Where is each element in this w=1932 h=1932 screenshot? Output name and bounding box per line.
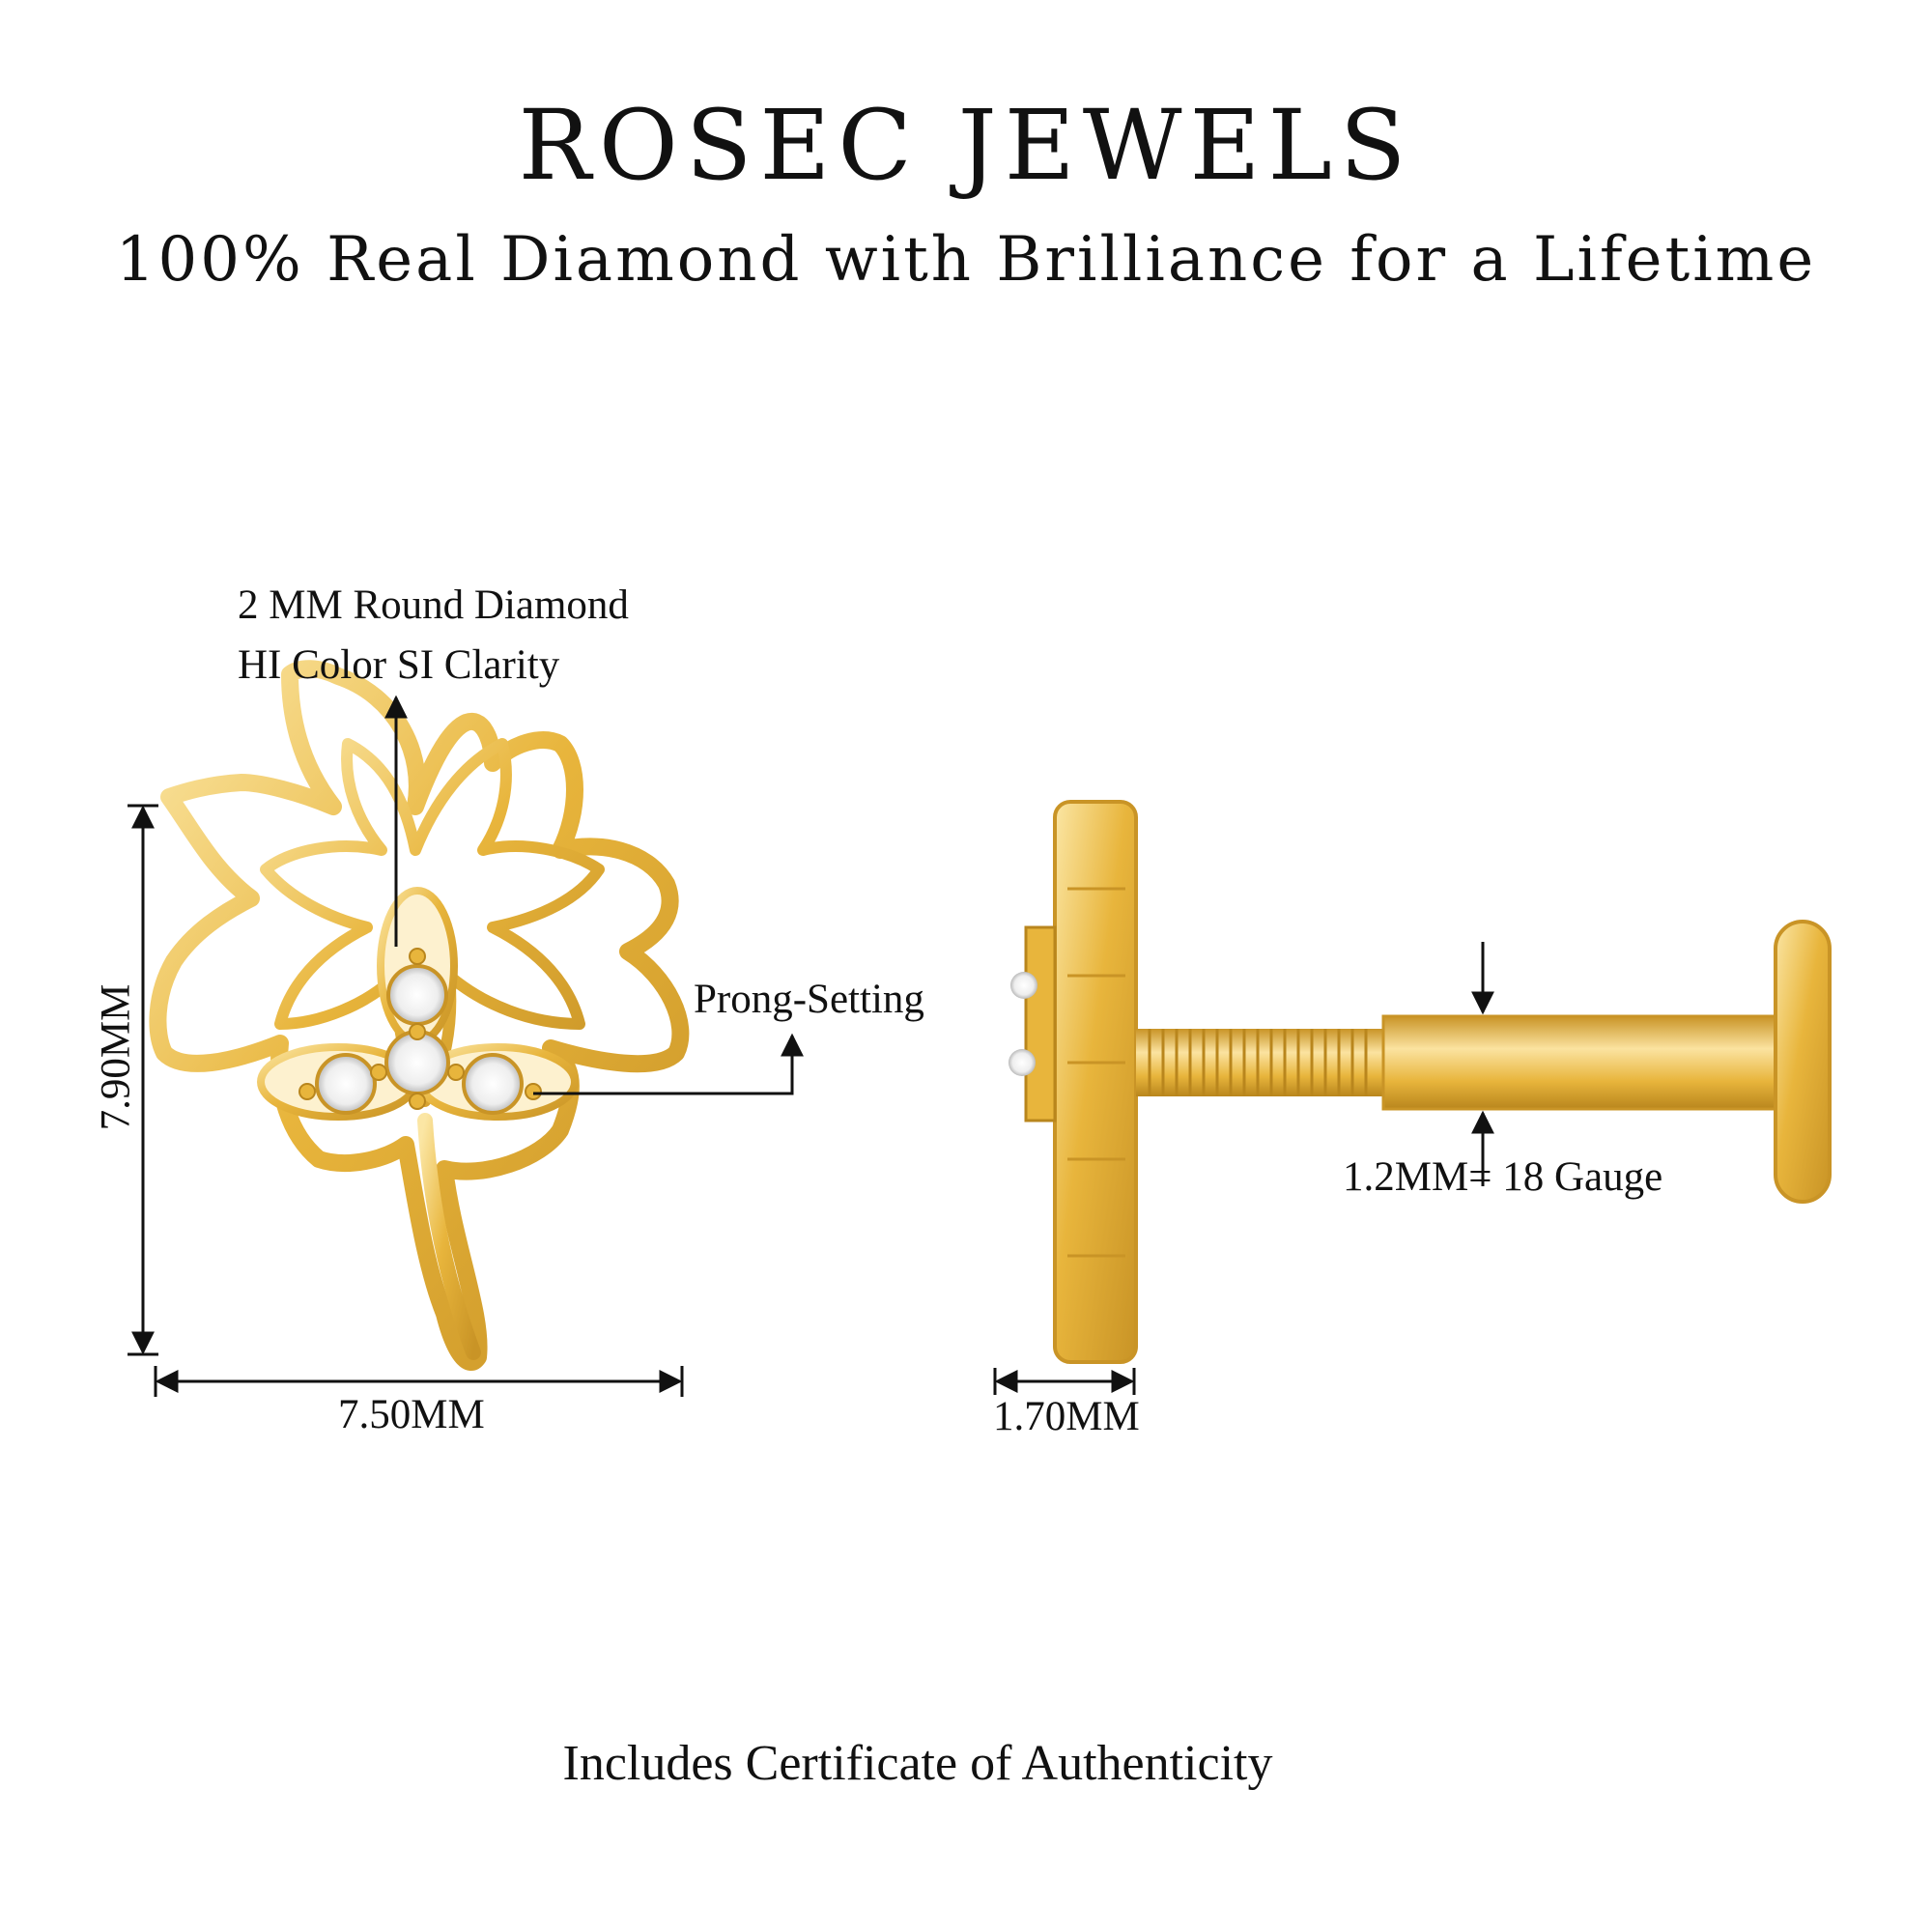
- diamond-spec-line2: HI Color SI Clarity: [238, 642, 560, 688]
- earring-front-view: [149, 660, 690, 1371]
- leaf-stem: [417, 1113, 481, 1360]
- thread-lines: [1148, 1029, 1368, 1096]
- threaded-post: [1136, 1029, 1383, 1096]
- side-setting: [1024, 925, 1057, 1122]
- diamond-spec-line1: 2 MM Round Diamond: [238, 582, 629, 628]
- diamond-left: [315, 1053, 377, 1115]
- gauge-label: 1.2MM= 18 Gauge: [1343, 1154, 1663, 1200]
- side-diamond-1: [1010, 972, 1037, 999]
- width-dimension-label: 7.50MM: [338, 1392, 485, 1437]
- brand-title: ROSEC JEWELS: [518, 89, 1414, 202]
- height-dimension-label: 7.90MM: [93, 983, 139, 1131]
- diamond-top: [386, 964, 448, 1026]
- diamond-center: [384, 1030, 450, 1095]
- side-diamond-2: [1009, 1049, 1036, 1076]
- earring-side-view: [1009, 800, 1832, 1364]
- diamond-right: [462, 1053, 524, 1115]
- head-plate: [1053, 800, 1138, 1364]
- certificate-note: Includes Certificate of Authenticity: [562, 1736, 1273, 1791]
- dimension-lines: [128, 695, 1494, 1397]
- back-disc: [1774, 920, 1832, 1204]
- prong-setting-label: Prong-Setting: [694, 977, 924, 1022]
- depth-dimension-label: 1.70MM: [993, 1394, 1140, 1439]
- leaf-outer-outline: [149, 660, 690, 1371]
- shaft: [1381, 1014, 1791, 1111]
- tagline: 100% Real Diamond with Brilliance for a …: [115, 224, 1817, 296]
- prongs: [298, 948, 542, 1110]
